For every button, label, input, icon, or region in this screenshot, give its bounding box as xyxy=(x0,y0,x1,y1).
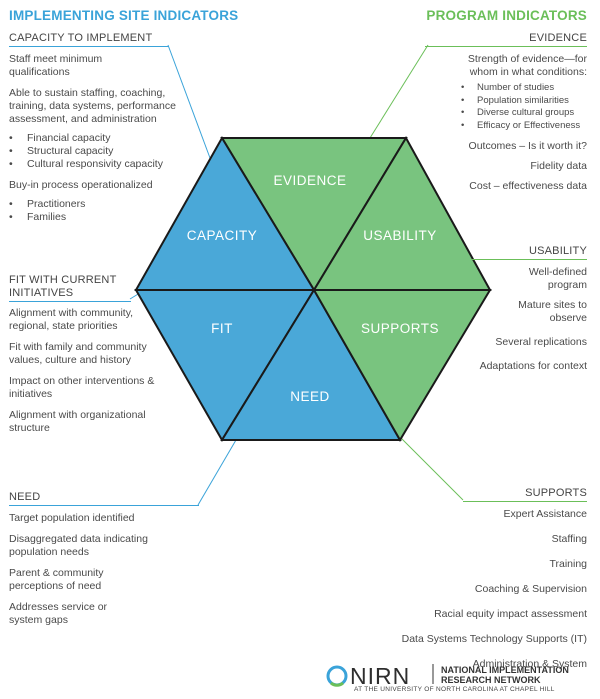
supports-item-4: Coaching & Supervision xyxy=(474,583,587,595)
capacity-label: CAPACITY xyxy=(187,228,258,243)
fit-item-3: Impact on other interventions & initiati… xyxy=(9,375,155,400)
capacity-bullets-1: Financial capacity Structural capacity C… xyxy=(9,132,199,171)
evidence-intro: Strength of evidence—for whom in what co… xyxy=(467,53,587,78)
fit-item-2: Fit with family and community values, cu… xyxy=(9,341,147,366)
usability-header: USABILITY xyxy=(472,245,587,260)
right-column-title: PROGRAM INDICATORS xyxy=(426,8,587,23)
evidence-bullets: Number of studies Population similaritie… xyxy=(461,82,587,132)
fit-block: FIT WITH CURRENT INITIATIVES xyxy=(9,274,131,308)
need-item-4: Addresses service or system gaps xyxy=(9,601,108,626)
usability-item-4: Adaptations for context xyxy=(479,360,587,372)
footer-subtitle: AT THE UNIVERSITY OF NORTH CAROLINA AT C… xyxy=(354,686,555,693)
need-item-1: Target population identified xyxy=(9,512,135,524)
fit-header: FIT WITH CURRENT INITIATIVES xyxy=(9,274,131,302)
capacity-item-1: Staff meet minimum qualifications xyxy=(9,53,103,78)
supports-connector xyxy=(399,436,464,501)
footer-line-2: RESEARCH NETWORK xyxy=(441,675,541,685)
supports-item-5: Racial equity impact assessment xyxy=(434,608,587,620)
usability-block: USABILITY Well-defined program Mature si… xyxy=(472,245,587,380)
supports-item-7: Administration & System xyxy=(472,658,587,670)
footer-line-1: NATIONAL IMPLEMENTATION xyxy=(441,665,569,675)
evidence-label: EVIDENCE xyxy=(273,173,346,188)
nirn-wordmark: NIRN xyxy=(350,663,410,689)
need-item-3: Parent & community perceptions of need xyxy=(9,567,104,592)
left-column-title: IMPLEMENTING SITE INDICATORS xyxy=(9,8,239,23)
fit-item-1: Alignment with community, regional, stat… xyxy=(9,307,134,332)
list-item: Structural capacity xyxy=(9,145,199,158)
need-header: NEED xyxy=(9,491,199,506)
usability-item-1: Well-defined program xyxy=(528,266,587,291)
need-item-2: Disaggregated data indicating population… xyxy=(9,533,148,558)
fit-label: FIT xyxy=(211,321,233,336)
need-label: NEED xyxy=(290,389,330,404)
supports-item-2: Staffing xyxy=(551,533,587,545)
nirn-logo-icon xyxy=(326,665,348,687)
supports-label: SUPPORTS xyxy=(361,321,439,336)
supports-header: SUPPORTS xyxy=(463,487,587,502)
need-connector xyxy=(197,439,237,506)
capacity-block: CAPACITY TO IMPLEMENT Staff meet minimum… xyxy=(9,32,176,232)
capacity-bullets-2: Practitioners Families xyxy=(9,198,169,224)
evidence-item-1: Outcomes – Is it worth it? xyxy=(468,140,587,152)
list-item: Cultural responsivity capacity xyxy=(9,158,199,171)
supports-item-6: Data Systems Technology Supports (IT) xyxy=(401,633,587,645)
need-block: NEED Target population identified Disagg… xyxy=(9,491,199,635)
list-item: Number of studies xyxy=(461,82,587,95)
list-item: Population similarities xyxy=(461,95,587,108)
list-item: Practitioners xyxy=(9,198,169,211)
evidence-connector xyxy=(369,44,429,139)
usability-label: USABILITY xyxy=(363,228,437,243)
evidence-item-2: Fidelity data xyxy=(530,160,587,172)
supports-item-1: Expert Assistance xyxy=(503,508,587,520)
list-item: Families xyxy=(9,211,169,224)
supports-item-3: Training xyxy=(549,558,587,570)
fit-items: Alignment with community, regional, stat… xyxy=(9,307,169,443)
usability-item-2: Mature sites to observe xyxy=(518,299,587,324)
evidence-item-3: Cost – effectiveness data xyxy=(469,180,587,192)
capacity-connector xyxy=(167,44,211,159)
usability-item-3: Several replications xyxy=(495,336,587,348)
supports-block: SUPPORTS Expert Assistance Staffing Trai… xyxy=(402,487,587,678)
evidence-block: EVIDENCE Strength of evidence—for whom i… xyxy=(425,32,587,200)
supports-triangle xyxy=(312,289,492,442)
capacity-header: CAPACITY TO IMPLEMENT xyxy=(9,32,169,47)
fit-item-4: Alignment with organizational structure xyxy=(9,409,146,434)
capacity-item-3: Buy-in process operationalized xyxy=(9,179,153,191)
capacity-item-2: Able to sustain staffing, coaching, trai… xyxy=(9,87,176,125)
list-item: Efficacy or Effectiveness xyxy=(461,120,587,133)
list-item: Diverse cultural groups xyxy=(461,107,587,120)
footer-org: NATIONAL IMPLEMENTATION RESEARCH NETWORK xyxy=(441,665,569,685)
evidence-header: EVIDENCE xyxy=(425,32,587,47)
list-item: Financial capacity xyxy=(9,132,199,145)
